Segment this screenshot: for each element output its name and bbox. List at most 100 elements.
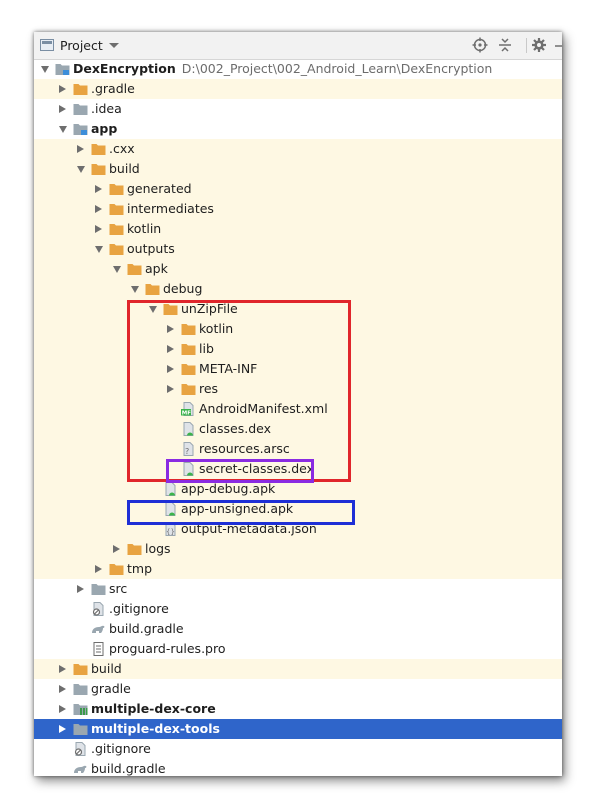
- tree-node[interactable]: META-INF: [34, 359, 562, 379]
- tree-node[interactable]: src: [34, 579, 562, 599]
- chevron-right-icon[interactable]: [59, 725, 66, 733]
- tree-node-label: debug: [163, 281, 203, 296]
- tree-node[interactable]: lib: [34, 339, 562, 359]
- tree-node-label: unZipFile: [181, 301, 238, 316]
- tree-node[interactable]: build.gradle: [34, 759, 562, 776]
- folder-gray-icon: [73, 102, 88, 116]
- tree-node[interactable]: kotlin: [34, 319, 562, 339]
- tree-node-label: .gitignore: [91, 741, 151, 756]
- collapse-all-icon[interactable]: [497, 37, 513, 53]
- tree-node-label: src: [109, 581, 128, 596]
- chevron-right-icon[interactable]: [59, 665, 66, 673]
- folder-gray-icon: [73, 722, 88, 736]
- tree-node[interactable]: multiple-dex-core: [34, 699, 562, 719]
- folder-orange-icon: [109, 182, 124, 196]
- project-path: D:\002_Project\002_Android_Learn\DexEncr…: [181, 61, 493, 76]
- tree-node-label: app-unsigned.apk: [181, 501, 294, 516]
- folder-orange-icon: [109, 222, 124, 236]
- folder-orange-icon: [127, 262, 142, 276]
- tree-node[interactable]: build: [34, 659, 562, 679]
- project-view-label: Project: [60, 37, 103, 53]
- tree-node-label: app-debug.apk: [181, 481, 276, 496]
- tree-node-label: AndroidManifest.xml: [199, 401, 328, 416]
- tree-node[interactable]: intermediates: [34, 199, 562, 219]
- tree-node[interactable]: .cxx: [34, 139, 562, 159]
- chevron-right-icon[interactable]: [95, 185, 102, 193]
- project-toolbar: Project: [34, 32, 562, 60]
- chevron-right-icon[interactable]: [167, 325, 174, 333]
- tree-node[interactable]: app-debug.apk: [34, 479, 562, 499]
- chevron-right-icon[interactable]: [167, 365, 174, 373]
- tree-node[interactable]: .gradle: [34, 79, 562, 99]
- tree-node[interactable]: unZipFile: [34, 299, 562, 319]
- tree-node-label: multiple-dex-core: [91, 701, 216, 716]
- tree-node[interactable]: generated: [34, 179, 562, 199]
- tree-node[interactable]: app-unsigned.apk: [34, 499, 562, 519]
- tree-node[interactable]: app: [34, 119, 562, 139]
- chevron-down-icon[interactable]: [41, 66, 49, 73]
- tree-node[interactable]: ?resources.arsc: [34, 439, 562, 459]
- tree-node[interactable]: gradle: [34, 679, 562, 699]
- tree-node-label: output-metadata.json: [181, 521, 317, 536]
- chevron-right-icon[interactable]: [77, 145, 84, 153]
- tree-node[interactable]: {} output-metadata.json: [34, 519, 562, 539]
- tree-node[interactable]: secret-classes.dex: [34, 459, 562, 479]
- tree-node[interactable]: logs: [34, 539, 562, 559]
- folder-orange-icon: [91, 162, 106, 176]
- tree-node[interactable]: .gitignore: [34, 739, 562, 759]
- tree-node[interactable]: tmp: [34, 559, 562, 579]
- tree-node[interactable]: res: [34, 379, 562, 399]
- tree-node-label: kotlin: [199, 321, 234, 336]
- chevron-right-icon[interactable]: [59, 685, 66, 693]
- module-folder-icon: [73, 122, 88, 136]
- tree-node-label: build: [109, 161, 140, 176]
- chevron-right-icon[interactable]: [95, 205, 102, 213]
- chevron-down-icon[interactable]: [59, 126, 67, 133]
- tree-node[interactable]: debug: [34, 279, 562, 299]
- tree-node-label: multiple-dex-tools: [91, 721, 220, 736]
- json-file-icon: {}: [163, 522, 178, 536]
- chevron-down-icon[interactable]: [95, 246, 103, 253]
- chevron-right-icon[interactable]: [77, 585, 84, 593]
- apk-file-icon: [163, 502, 178, 516]
- tree-node[interactable]: .gitignore: [34, 599, 562, 619]
- chevron-down-icon[interactable]: [131, 286, 139, 293]
- locate-target-icon[interactable]: [472, 37, 488, 53]
- minimize-icon[interactable]: [554, 37, 562, 53]
- chevron-right-icon[interactable]: [95, 565, 102, 573]
- tree-node-label: secret-classes.dex: [199, 461, 315, 476]
- chevron-down-icon[interactable]: [149, 306, 157, 313]
- tree-node-label: apk: [145, 261, 168, 276]
- folder-orange-icon: [73, 662, 88, 676]
- chevron-right-icon[interactable]: [95, 225, 102, 233]
- chevron-right-icon[interactable]: [59, 105, 66, 113]
- svg-text:{}: {}: [166, 528, 175, 536]
- tree-node-label: lib: [199, 341, 214, 356]
- library-module-icon: [73, 702, 88, 716]
- tree-node[interactable]: multiple-dex-tools: [34, 719, 562, 739]
- tree-node[interactable]: .idea: [34, 99, 562, 119]
- chevron-right-icon[interactable]: [113, 545, 120, 553]
- folder-gray-icon: [73, 682, 88, 696]
- chevron-right-icon[interactable]: [59, 85, 66, 93]
- chevron-right-icon[interactable]: [167, 385, 174, 393]
- tree-node[interactable]: proguard-rules.pro: [34, 639, 562, 659]
- tree-node[interactable]: build: [34, 159, 562, 179]
- tree-node[interactable]: kotlin: [34, 219, 562, 239]
- chevron-down-icon[interactable]: [77, 166, 85, 173]
- gear-icon[interactable]: [531, 37, 547, 53]
- gradle-file-icon: [73, 762, 88, 776]
- chevron-right-icon[interactable]: [167, 345, 174, 353]
- chevron-down-icon[interactable]: [113, 266, 121, 273]
- tree-node[interactable]: classes.dex: [34, 419, 562, 439]
- tree-node[interactable]: outputs: [34, 239, 562, 259]
- apk-file-icon: [163, 482, 178, 496]
- tree-node[interactable]: build.gradle: [34, 619, 562, 639]
- chevron-right-icon[interactable]: [59, 705, 66, 713]
- project-view-selector[interactable]: Project: [40, 36, 119, 54]
- tree-node[interactable]: apk: [34, 259, 562, 279]
